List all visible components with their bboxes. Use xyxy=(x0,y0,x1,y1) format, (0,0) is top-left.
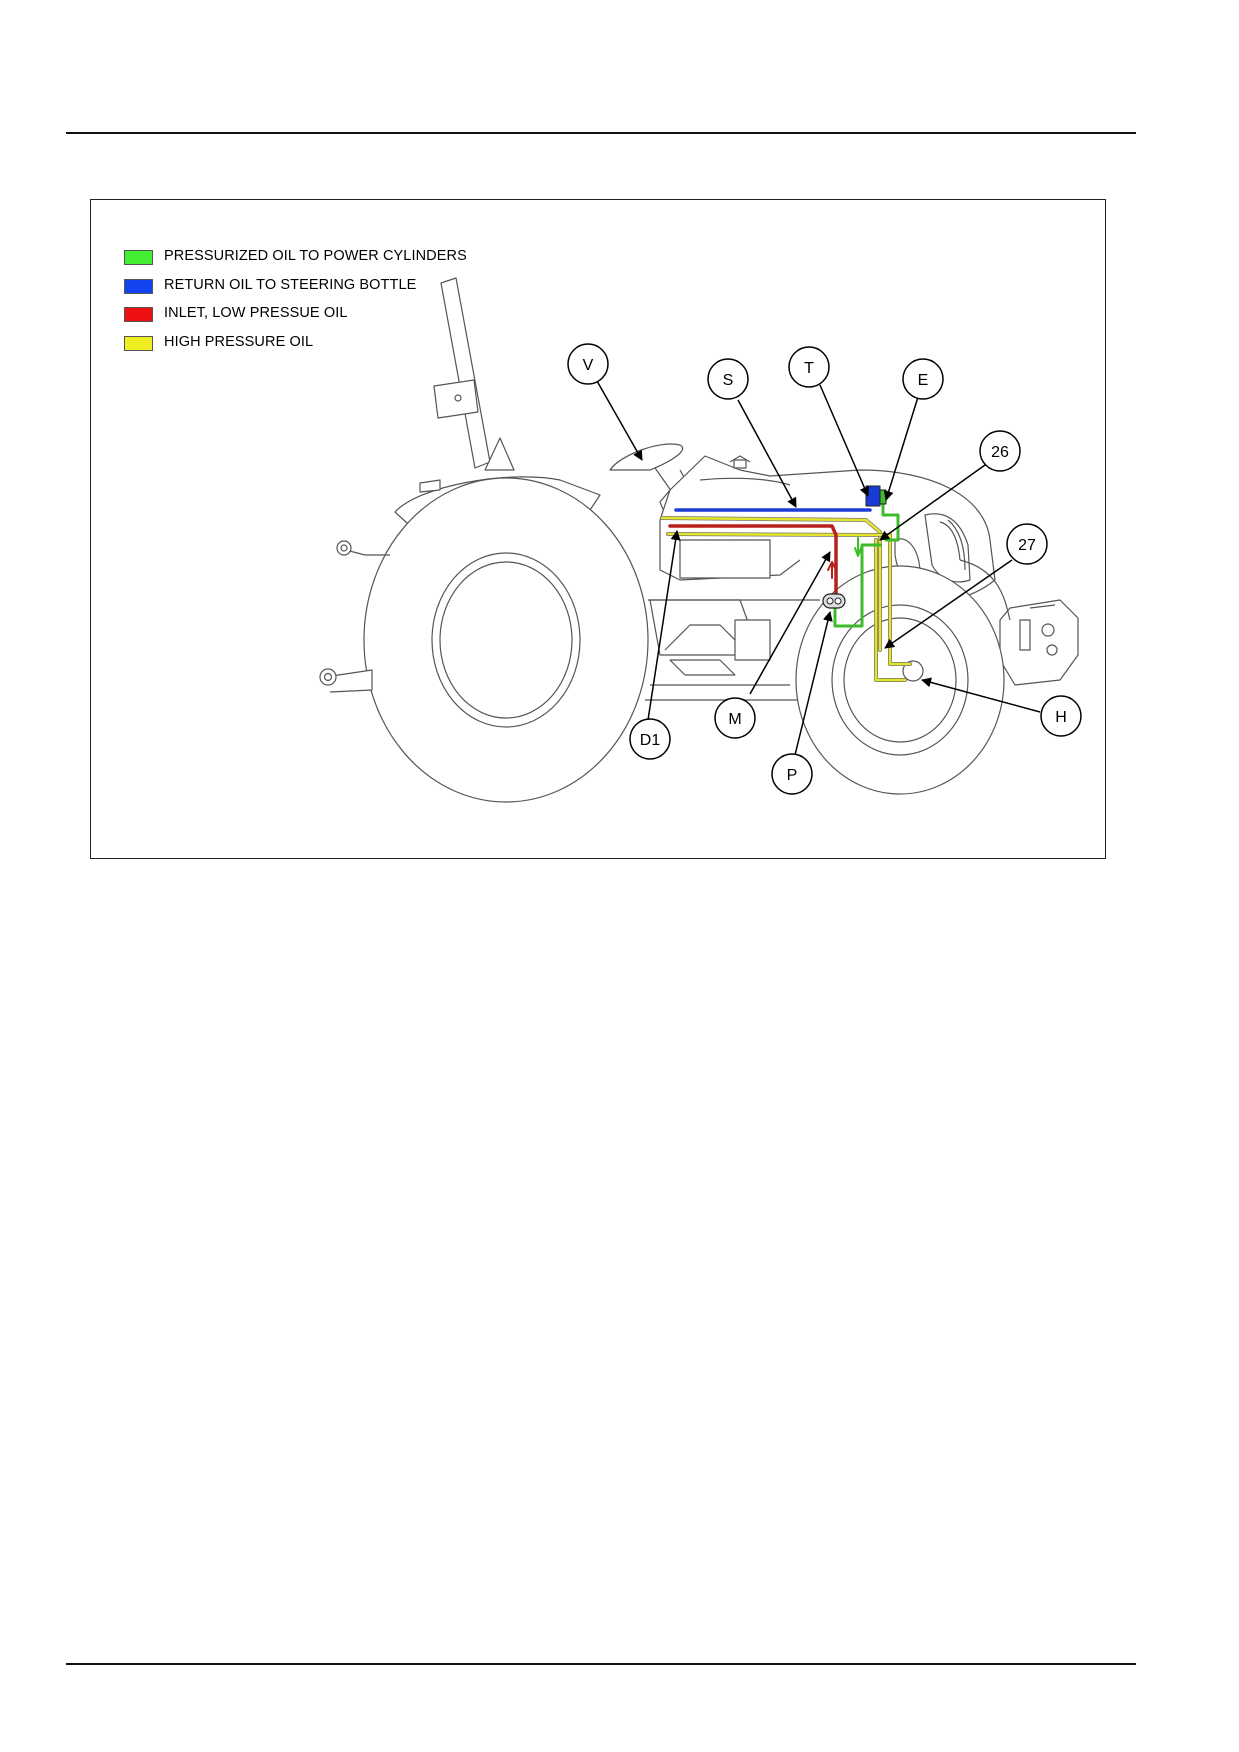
callout-26: 26 xyxy=(979,430,1021,472)
leader-V xyxy=(596,380,643,461)
leader-P xyxy=(794,611,833,756)
legend-swatch-red xyxy=(124,307,153,322)
rear-rim xyxy=(431,552,581,728)
callout-T-label: T xyxy=(804,360,814,377)
pressurized-line-green-2 xyxy=(881,500,900,542)
callout-E: E xyxy=(902,358,944,400)
header-rule xyxy=(66,132,1136,134)
rear-tire xyxy=(363,477,649,803)
leader-H xyxy=(921,677,1041,713)
frame xyxy=(659,520,801,581)
callout-D1-label: D1 xyxy=(640,732,661,749)
pump xyxy=(822,593,846,609)
legend-label: HIGH PRESSURE OIL xyxy=(164,333,314,350)
callout-D1: D1 xyxy=(629,718,671,760)
leader-27 xyxy=(884,559,1013,649)
rops-bar xyxy=(440,277,491,469)
high-pressure-line-yellow-1 xyxy=(660,516,882,652)
callout-H-label: H xyxy=(1055,709,1067,726)
leader-lines xyxy=(596,380,1041,756)
leader-E xyxy=(883,396,919,501)
leader-M xyxy=(749,551,831,695)
steering-valve xyxy=(865,485,881,507)
legend-swatch-yellow xyxy=(124,335,153,351)
callout-S: S xyxy=(707,358,749,400)
callout-M-label: M xyxy=(728,711,741,728)
high-pressure-line-yellow-3 xyxy=(874,538,907,682)
callout-V-label: V xyxy=(583,357,594,374)
legend-label: RETURN OIL TO STEERING BOTTLE xyxy=(164,276,417,293)
legend-label: INLET, LOW PRESSUE OIL xyxy=(164,305,348,321)
rops-bracket xyxy=(433,379,479,419)
callout-27-label: 27 xyxy=(1018,537,1036,554)
callout-S-label: S xyxy=(723,372,734,389)
callout-T: T xyxy=(788,346,830,388)
pressurized-line-green-1 xyxy=(833,543,882,628)
callout-27: 27 xyxy=(1006,523,1048,565)
callouts: V S T E 26 27 D1 M P H xyxy=(567,343,1082,795)
front-rim xyxy=(831,604,969,756)
legend-swatch-blue xyxy=(124,278,153,294)
tractor-outline xyxy=(319,277,1079,803)
seat xyxy=(484,437,515,471)
leader-D1 xyxy=(647,530,681,721)
callout-V: V xyxy=(567,343,609,385)
callout-P-label: P xyxy=(787,767,798,784)
legend-label: PRESSURIZED OIL TO POWER CYLINDERS xyxy=(164,248,467,264)
leader-S xyxy=(737,399,797,508)
front-weights xyxy=(999,599,1079,686)
callout-M: M xyxy=(714,697,756,739)
leader-26 xyxy=(879,464,986,541)
footer-rule xyxy=(66,1663,1136,1665)
callout-P: P xyxy=(771,753,813,795)
callout-E-label: E xyxy=(918,372,929,389)
callout-H: H xyxy=(1040,695,1082,737)
legend-swatch-green xyxy=(124,250,153,265)
steering-wheel xyxy=(609,443,684,471)
callout-26-label: 26 xyxy=(991,444,1009,461)
leader-T xyxy=(819,384,870,497)
